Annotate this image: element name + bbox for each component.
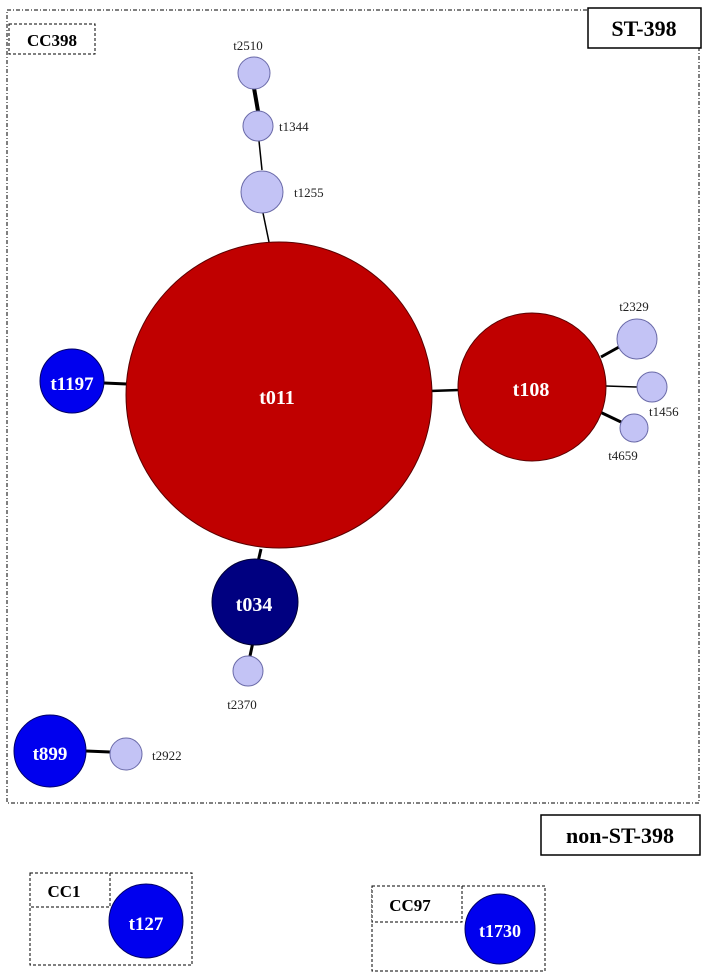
st398-title-box — [587, 7, 702, 49]
label-t1456: t1456 — [649, 404, 679, 419]
non-st398-title-box — [540, 814, 701, 856]
non-st398-title: non-ST-398 — [566, 823, 674, 848]
node-t2370 — [232, 655, 264, 687]
cc1-region — [29, 872, 193, 966]
node-t1456 — [636, 371, 668, 403]
node-t1255 — [240, 170, 284, 214]
cc1-label-box — [29, 872, 111, 908]
label-t127: t127 — [129, 914, 164, 935]
label-t2922: t2922 — [152, 748, 182, 763]
edge-t011-t108 — [429, 388, 460, 393]
label-t2510: t2510 — [233, 38, 263, 53]
edge-t899-t2922 — [85, 749, 111, 754]
node-t2922 — [109, 737, 143, 771]
node-t1197 — [39, 348, 105, 414]
node-t108 — [457, 312, 607, 462]
label-t034: t034 — [236, 594, 273, 616]
node-t4659 — [619, 413, 649, 443]
node-t2510 — [237, 56, 271, 90]
edge-t108-t4659 — [599, 410, 622, 424]
node-t1344 — [242, 110, 274, 142]
label-t2329: t2329 — [619, 299, 649, 314]
edge-t108-t1456 — [605, 385, 638, 388]
cc398-label: CC398 — [27, 31, 77, 50]
edge-t1197-t011 — [103, 381, 128, 386]
node-t011 — [125, 241, 433, 549]
label-t1255: t1255 — [294, 185, 324, 200]
node-t127 — [108, 883, 184, 959]
label-t1344: t1344 — [279, 119, 309, 134]
node-t2329 — [616, 318, 658, 360]
cc97-label-box — [371, 885, 463, 923]
edge-t1255-t011 — [262, 212, 270, 243]
label-t4659: t4659 — [608, 448, 638, 463]
cc398-label-box — [8, 23, 96, 55]
label-t2370: t2370 — [227, 697, 257, 712]
cc1-label: CC1 — [47, 882, 80, 901]
label-t011: t011 — [259, 387, 295, 409]
label-t108: t108 — [513, 379, 550, 401]
st398-region — [6, 9, 700, 804]
label-t899: t899 — [33, 744, 68, 765]
edge-t1344-t1255 — [258, 140, 263, 171]
node-t034 — [211, 558, 299, 646]
st398-title: ST-398 — [611, 16, 676, 41]
node-t899 — [13, 714, 87, 788]
label-t1197: t1197 — [50, 374, 94, 395]
edge-t108-t2329 — [600, 345, 620, 359]
label-t1730: t1730 — [479, 921, 521, 941]
node-t1730 — [464, 893, 536, 965]
cc97-label: CC97 — [389, 896, 431, 915]
edge-t2510-t1344 — [252, 87, 260, 112]
